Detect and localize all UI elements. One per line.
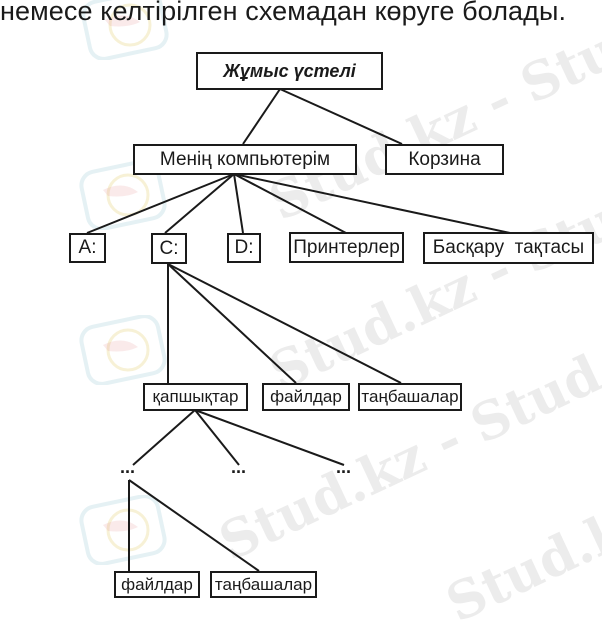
node-drive-d: D:: [227, 233, 261, 263]
node-control-panel: Басқару тақтасы: [423, 232, 594, 264]
node-recycle-bin: Корзина: [385, 144, 504, 175]
ellipsis-2: ...: [231, 457, 247, 477]
node-drive-c: C:: [151, 233, 187, 264]
node-my-computer: Менің компьютерім: [133, 144, 357, 175]
tree-edges: [86, 88, 511, 572]
intro-sentence: немесе келтірілген схемадан көруге болад…: [0, 0, 567, 26]
ellipsis-1: ...: [120, 457, 136, 477]
node-folders: қапшықтар: [143, 383, 248, 411]
node-files: файлдар: [262, 383, 350, 411]
node-printers: Принтерлер: [289, 232, 404, 263]
ellipsis-3: ...: [336, 457, 352, 477]
node-drive-a: A:: [69, 233, 106, 263]
node-sub-shortcuts: таңбашалар: [210, 571, 317, 598]
node-desktop: Жұмыс үстелі: [196, 52, 383, 90]
node-sub-files: файлдар: [114, 571, 200, 598]
node-shortcuts: таңбашалар: [358, 383, 462, 411]
